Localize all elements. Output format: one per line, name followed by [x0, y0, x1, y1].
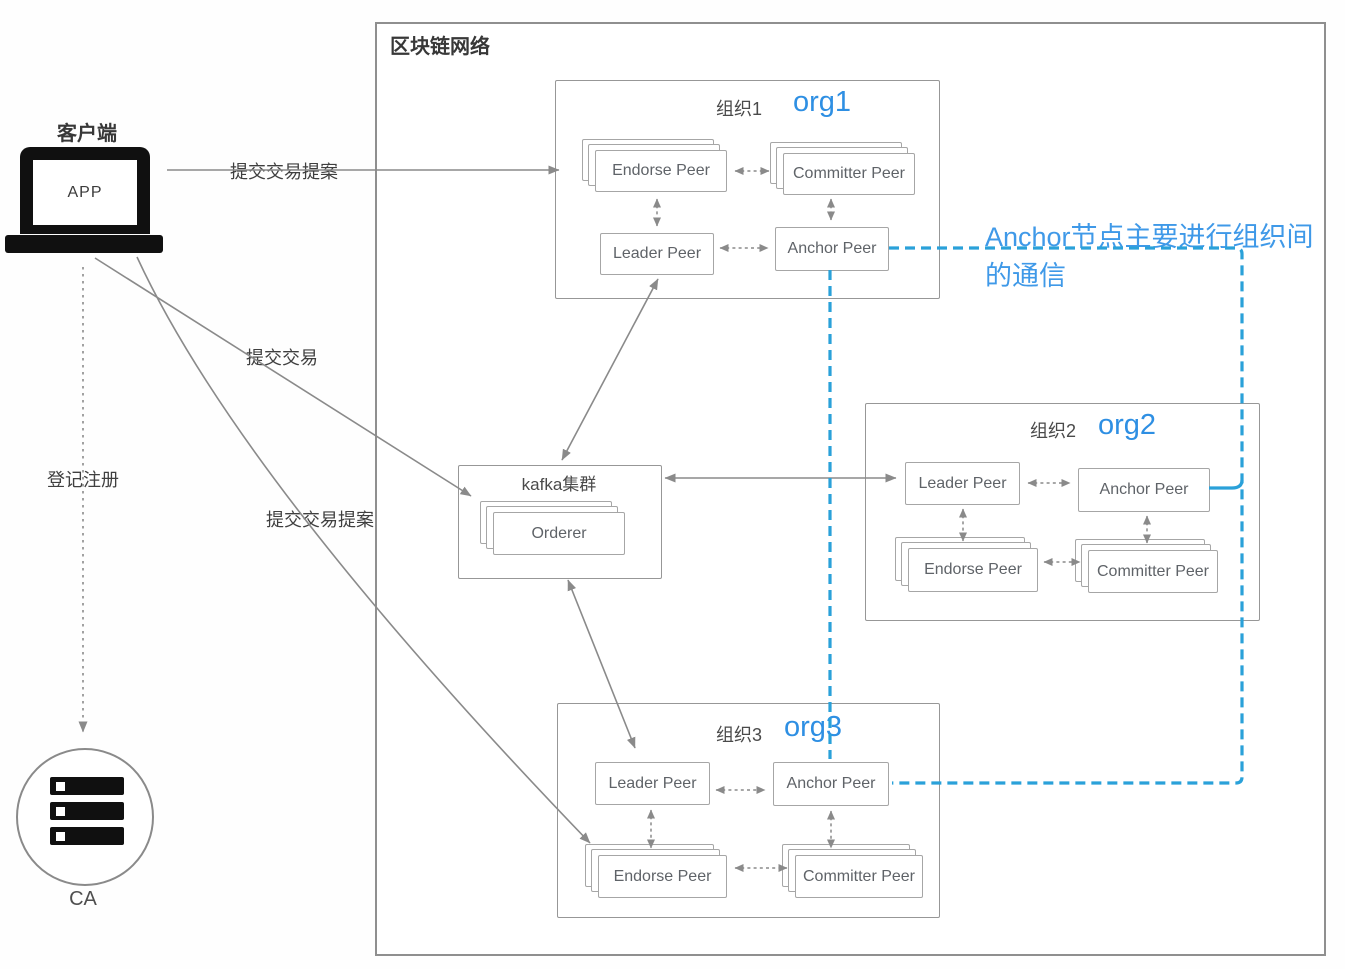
server-bar-icon: [50, 777, 124, 795]
orderer-stack: Orderer: [480, 501, 625, 555]
orderer-box: Orderer: [493, 512, 625, 555]
anchor-annotation-line2: 的通信: [985, 261, 1066, 291]
ca-server-icon: [16, 748, 154, 886]
org3-title: 组织3: [716, 725, 763, 745]
org1-anchor-peer-box: Anchor Peer: [775, 227, 889, 271]
org1-committer-peer-stack: Committer Peer: [770, 142, 915, 195]
anchor-annotation: Anchor节点主要进行组织间 的通信: [985, 218, 1314, 296]
org3-committer-peer-box: Committer Peer: [795, 855, 923, 898]
kafka-title: kafka集群: [521, 475, 597, 494]
edge-label-submit-tx: 提交交易: [246, 348, 318, 368]
org1-endorse-peer-stack: Endorse Peer: [582, 139, 727, 192]
org2-title: 组织2: [1030, 421, 1077, 441]
org1-leader-peer-box: Leader Peer: [600, 233, 714, 275]
anchor-annotation-line1: Anchor节点主要进行组织间: [985, 222, 1314, 252]
org1-committer-peer-box: Committer Peer: [783, 153, 915, 195]
org2-leader-peer-box: Leader Peer: [905, 462, 1020, 505]
org2-endorse-peer-stack: Endorse Peer: [895, 537, 1038, 592]
server-bar-icon: [50, 802, 124, 820]
ca-label: CA: [69, 888, 97, 910]
org3-anchor-peer-box: Anchor Peer: [773, 762, 889, 806]
org1-title: 组织1: [716, 99, 763, 119]
org3-endorse-peer-box: Endorse Peer: [598, 855, 727, 898]
org2-committer-peer-box: Committer Peer: [1088, 550, 1218, 593]
org1-tag: org1: [793, 86, 852, 118]
org2-endorse-peer-box: Endorse Peer: [908, 548, 1038, 592]
org3-leader-peer-box: Leader Peer: [595, 762, 710, 805]
org1-endorse-peer-box: Endorse Peer: [595, 150, 727, 192]
laptop-base: [5, 235, 163, 253]
org3-endorse-peer-stack: Endorse Peer: [585, 844, 727, 898]
org3-committer-peer-stack: Committer Peer: [782, 844, 923, 898]
edge-label-submit-proposal-bottom: 提交交易提案: [266, 510, 374, 530]
org3-tag: org3: [784, 711, 843, 743]
edge-label-register: 登记注册: [47, 470, 119, 490]
laptop-screen: APP: [20, 147, 150, 234]
network-title: 区块链网络: [390, 36, 490, 58]
client-label: 客户端: [57, 123, 117, 145]
edge-label-submit-proposal-top: 提交交易提案: [230, 162, 338, 182]
server-bar-icon: [50, 827, 124, 845]
org2-tag: org2: [1098, 409, 1157, 441]
org2-anchor-peer-box: Anchor Peer: [1078, 468, 1210, 512]
org2-committer-peer-stack: Committer Peer: [1075, 539, 1218, 593]
app-label: APP: [33, 160, 137, 225]
